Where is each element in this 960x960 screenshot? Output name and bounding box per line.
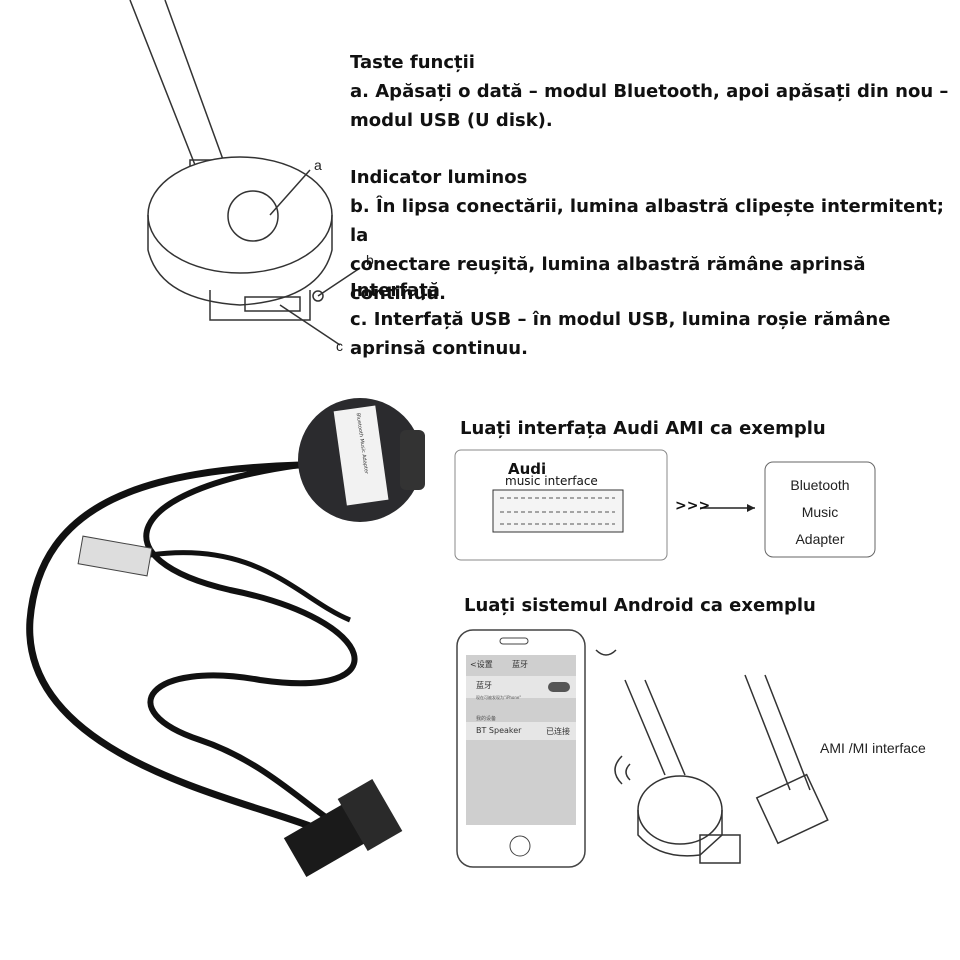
adapter-line-1: Bluetooth xyxy=(790,477,850,493)
functions-title: Taste funcții xyxy=(350,52,475,73)
functions-section: Taste funcții a. Apăsați o dată – modul … xyxy=(350,48,948,135)
cable-product-photo xyxy=(26,398,425,878)
bottom-device-drawing xyxy=(595,649,829,864)
audi-music-interface: music interface xyxy=(505,474,598,488)
functions-a2: modul USB (U disk). xyxy=(350,110,553,131)
phone-status: 已连接 xyxy=(546,727,570,736)
adapter-box-text: Bluetooth Music Adapter xyxy=(765,472,875,553)
adapter-line-3: Adapter xyxy=(795,531,845,547)
phone-hint: 现在可被发现为"iPhone" xyxy=(476,695,522,700)
phone-device: BT Speaker xyxy=(476,726,522,735)
callout-a: a xyxy=(314,157,322,173)
indicator-title: Indicator luminos xyxy=(350,167,528,188)
callout-c: c xyxy=(336,338,343,354)
callout-b: b xyxy=(366,252,374,268)
interface-title: Interfață xyxy=(350,280,440,301)
adapter-line-2: Music xyxy=(801,504,839,520)
interface-section: Interfață c. Interfață USB – în modul US… xyxy=(350,276,890,363)
interface-c2: aprinsă continuu. xyxy=(350,338,528,359)
indicator-b2: conectare reușită, lumina albastră rămân… xyxy=(350,254,866,304)
arrows: >>> xyxy=(675,498,711,514)
functions-a: a. Apăsați o dată – modul Bluetooth, apo… xyxy=(350,81,949,102)
phone-section: 我的设备 xyxy=(476,716,497,722)
ami-label: AMI /MI interface xyxy=(820,740,926,756)
audi-brand: Audi xyxy=(508,460,547,478)
phone-header: 蓝牙 xyxy=(512,660,528,669)
phone-bt-label: 蓝牙 xyxy=(476,681,492,690)
adapter-box xyxy=(764,461,876,558)
android-example-title: Luați sistemul Android ca exemplu xyxy=(464,595,816,616)
interface-c: c. Interfață USB – în modul USB, lumina … xyxy=(350,309,891,330)
indicator-section: Indicator luminos b. În lipsa conectării… xyxy=(350,163,960,308)
phone-back: <设置 xyxy=(470,660,493,669)
top-device-drawing xyxy=(129,0,361,346)
indicator-b: b. În lipsa conectării, lumina albastră … xyxy=(350,196,944,246)
audi-example-title: Luați interfața Audi AMI ca exemplu xyxy=(460,418,826,439)
